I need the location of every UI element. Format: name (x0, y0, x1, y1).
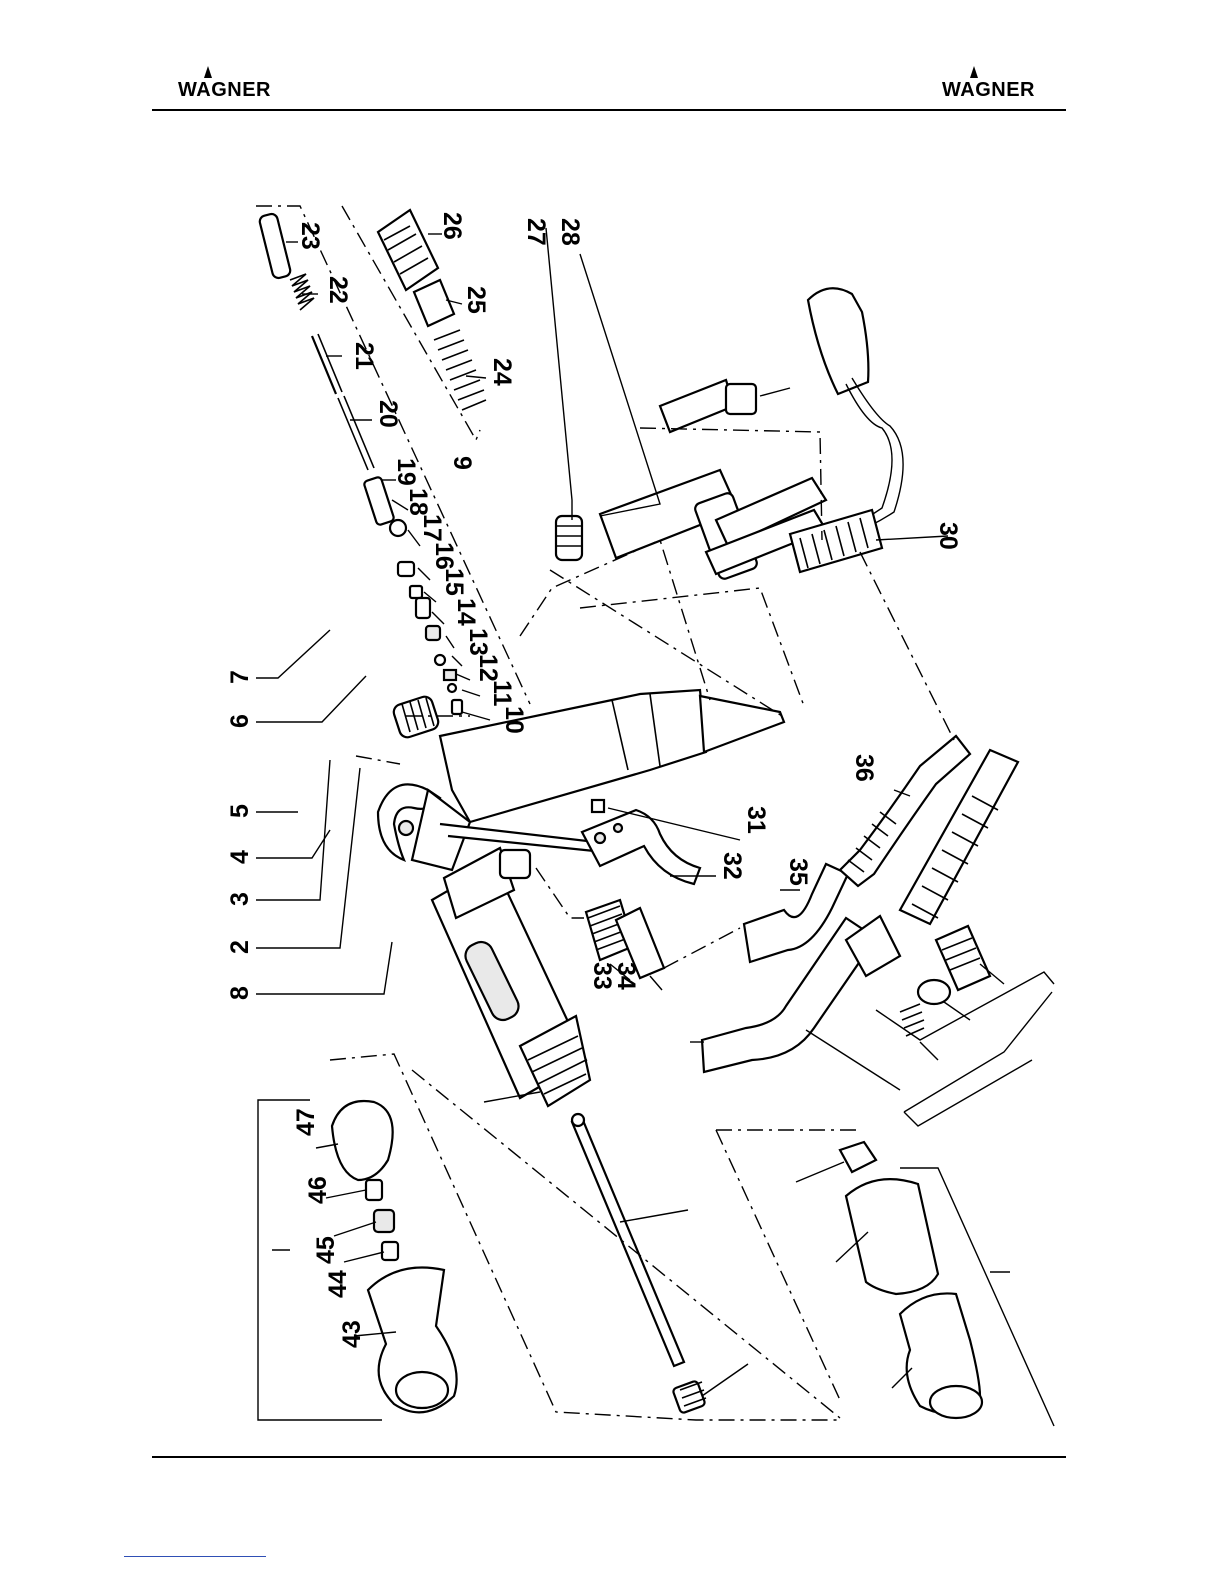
gun-inlet-fitting (500, 850, 530, 878)
label-43: 43 (338, 1320, 366, 1348)
label-27: 27 (522, 218, 550, 246)
oring-18 (390, 520, 406, 536)
label-33: 33 (588, 962, 616, 990)
label-22: 22 (324, 276, 352, 304)
cartridge-upper (660, 380, 734, 432)
part-27 (556, 516, 582, 560)
label-19: 19 (392, 458, 420, 486)
part-25 (414, 280, 454, 326)
part-19 (363, 476, 394, 525)
small-spring (900, 1004, 924, 1036)
cap-right (846, 1179, 938, 1294)
part-45 (374, 1210, 394, 1232)
washer (918, 980, 950, 1004)
label-35: 35 (784, 858, 812, 886)
label-5: 5 (226, 804, 254, 818)
kit-bracket-right (876, 926, 1054, 1126)
part-10 (452, 700, 462, 714)
trigger-pin-31 (592, 800, 604, 812)
label-47: 47 (292, 1108, 320, 1136)
label-34: 34 (612, 962, 640, 990)
part-46 (366, 1180, 382, 1200)
label-28: 28 (556, 218, 584, 246)
label-12: 12 (474, 654, 502, 682)
label-3: 3 (226, 892, 254, 906)
label-17: 17 (418, 514, 446, 542)
seal-nut (672, 1380, 705, 1413)
fitting-threaded (936, 926, 990, 990)
trigger-link (440, 824, 604, 852)
label-44: 44 (324, 1270, 352, 1298)
label-16: 16 (430, 542, 458, 570)
cartridge-nut (726, 384, 756, 414)
part-15 (416, 598, 430, 618)
trigger-32 (582, 810, 700, 884)
label-23: 23 (296, 222, 324, 250)
rod-assembly-bottom (572, 1114, 706, 1414)
label-8: 8 (226, 986, 254, 1000)
part-12 (444, 670, 456, 680)
label-18: 18 (404, 488, 432, 516)
label-36: 36 (850, 754, 878, 782)
label-4: 4 (226, 850, 254, 864)
rod-20 (338, 398, 368, 470)
label-46: 46 (304, 1176, 332, 1204)
label-45: 45 (312, 1236, 340, 1264)
label-2: 2 (226, 940, 254, 954)
label-26: 26 (438, 212, 466, 240)
part-11 (448, 684, 456, 692)
part-17 (398, 562, 414, 576)
spring-22 (290, 274, 314, 310)
nut-small (840, 1142, 876, 1172)
label-24: 24 (488, 358, 516, 386)
gun-nozzle-tip (700, 696, 784, 752)
sensor-handle (808, 288, 868, 394)
gun-rear-thread (392, 695, 441, 740)
gun-barrel-upper (440, 690, 706, 822)
spring-24 (434, 330, 486, 410)
label-25: 25 (462, 286, 490, 314)
long-rod (572, 1118, 684, 1366)
label-9: 9 (448, 456, 476, 470)
label-31: 31 (742, 806, 770, 834)
label-10: 10 (500, 706, 528, 734)
label-20: 20 (374, 400, 402, 428)
rod-21 (312, 336, 336, 394)
hose-filter-assembly (556, 288, 903, 580)
part-23 (259, 213, 292, 279)
label-14: 14 (452, 598, 480, 626)
label-7: 7 (226, 670, 254, 684)
label-30: 30 (934, 522, 962, 550)
label-21: 21 (350, 342, 378, 370)
part-16 (410, 586, 422, 598)
ball-13 (435, 655, 445, 665)
cap-26 (378, 210, 438, 290)
label-13: 13 (464, 628, 492, 656)
part-44 (382, 1242, 398, 1260)
nozzle-kit-right (840, 1142, 982, 1418)
label-32: 32 (718, 852, 746, 880)
label-11: 11 (488, 680, 516, 707)
label-6: 6 (226, 714, 254, 728)
label-15: 15 (440, 568, 468, 596)
cap-47 (332, 1101, 393, 1180)
nozzle-kit-left (332, 1101, 457, 1412)
part-14 (426, 626, 440, 640)
